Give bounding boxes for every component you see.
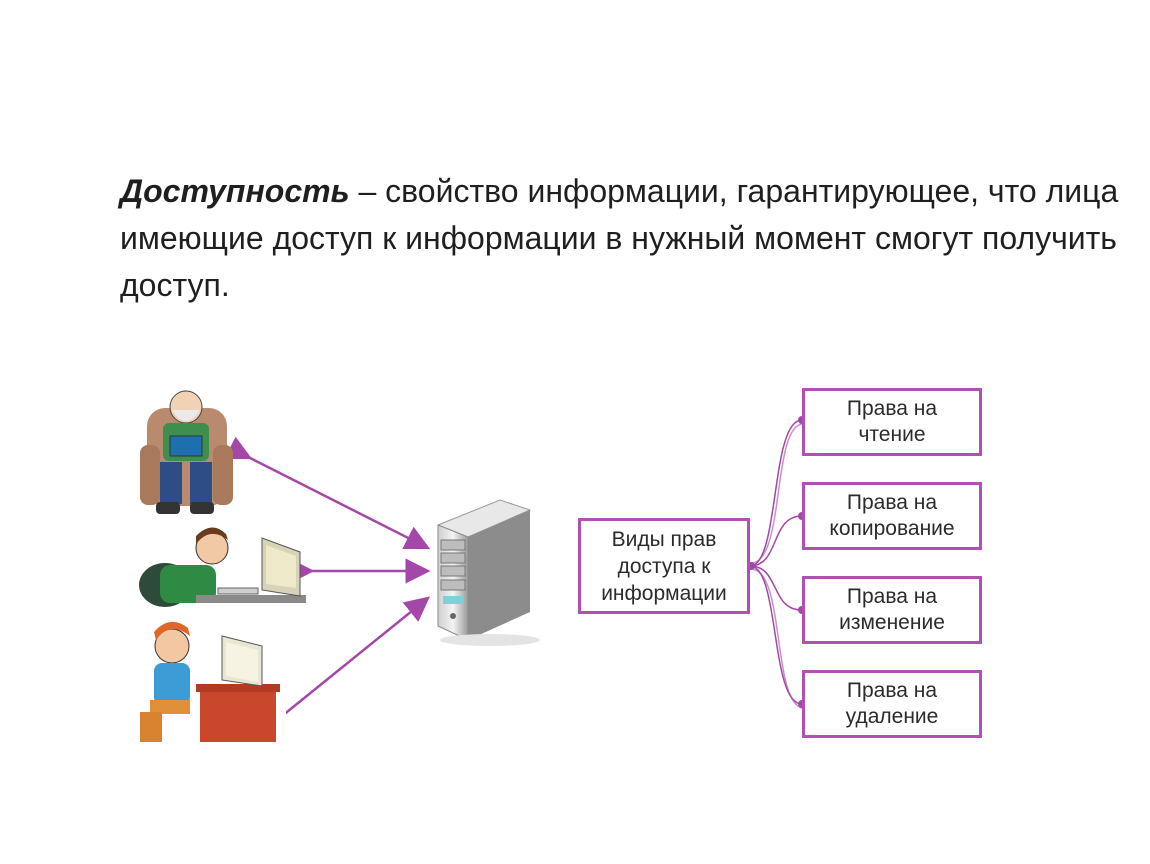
access-rights-types-box: Виды прав доступа к информации xyxy=(578,518,750,614)
definition-body: – свойство информации, гарантирующее, чт… xyxy=(120,173,1119,303)
right-modify-box: Права на изменение xyxy=(802,576,982,644)
right-copy-box: Права на копирование xyxy=(802,482,982,550)
right-modify-label: Права на изменение xyxy=(839,585,945,634)
branch-modify xyxy=(749,565,803,611)
right-read-box: Права на чтение xyxy=(802,388,982,456)
definition-text: Доступность – свойство информации, гаран… xyxy=(120,168,1120,309)
child-user-icon xyxy=(134,618,286,742)
connector-elderly-user xyxy=(224,436,431,550)
branch-copy xyxy=(749,515,803,567)
connector-child-user xyxy=(256,596,430,740)
user-server-connectors xyxy=(224,436,431,740)
right-copy-label: Права на копирование xyxy=(829,491,955,540)
right-read-label: Права на чтение xyxy=(846,397,938,446)
user-at-computer-icon xyxy=(139,527,306,607)
rights-branch-connectors xyxy=(749,419,803,709)
definition-term: Доступность xyxy=(120,173,350,209)
access-rights-types-label: Виды прав доступа к информации xyxy=(601,527,727,605)
right-delete-label: Права на удаление xyxy=(845,679,939,728)
elderly-user-icon xyxy=(140,390,233,514)
branch-delete xyxy=(749,565,803,705)
right-delete-box: Права на удаление xyxy=(802,670,982,738)
server-icon xyxy=(436,499,540,646)
branch-read xyxy=(749,419,803,567)
